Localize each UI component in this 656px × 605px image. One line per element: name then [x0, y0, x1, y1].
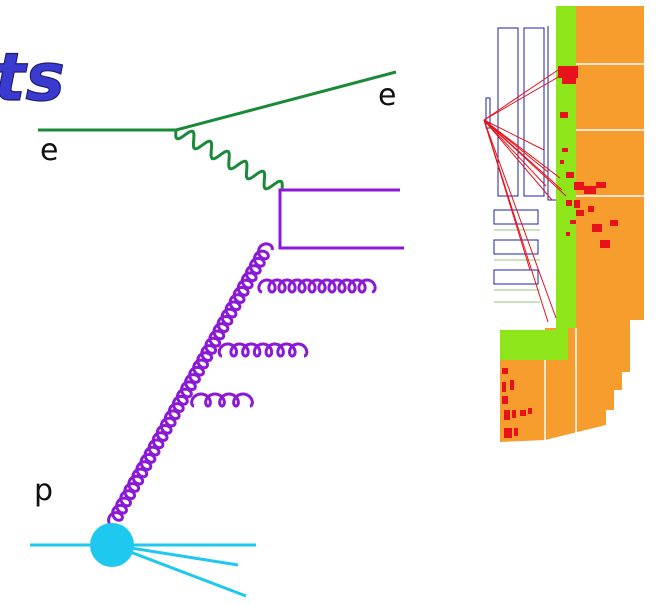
energy-hit: [576, 210, 584, 216]
proton-label: p: [34, 473, 53, 508]
energy-hit: [562, 76, 576, 84]
energy-hit: [566, 200, 572, 206]
energy-hit: [562, 148, 568, 152]
proton-remnant-line: [111, 543, 247, 598]
track-line: [483, 119, 547, 187]
track-line: [483, 119, 561, 179]
track-line: [483, 119, 557, 319]
energy-hit: [560, 112, 568, 118]
energy-hit: [566, 172, 574, 178]
incoming-electron-label: e: [40, 133, 58, 168]
energy-hit: [566, 232, 570, 236]
energy-hit: [592, 224, 602, 232]
quark-line: [278, 188, 404, 250]
track-line: [483, 119, 567, 197]
gluon-branch-coil-2: [217, 342, 309, 358]
track-line: [483, 119, 553, 201]
slide-title-fragment: ts: [0, 39, 65, 116]
energy-hit: [570, 220, 576, 224]
energy-hit: [596, 182, 606, 188]
gluon-branch-coil-1: [257, 278, 377, 294]
energy-hit: [512, 410, 516, 418]
energy-hit: [574, 182, 584, 190]
photon-propagator: [174, 129, 284, 191]
calorimeter-inner: [500, 6, 576, 360]
energy-deposits: [502, 66, 618, 438]
energy-hit: [560, 160, 564, 164]
particle-tracks: [483, 69, 567, 323]
energy-hit: [588, 206, 594, 212]
energy-hit: [584, 186, 596, 194]
gluon-main-coil: [107, 242, 274, 530]
track-line: [483, 75, 561, 121]
proton-blob: [90, 523, 134, 567]
detector-event-display: [483, 6, 644, 442]
calorimeter-dividers: [544, 63, 644, 440]
energy-hit: [502, 396, 508, 404]
feynman-diagram: e e p: [30, 70, 404, 598]
outgoing-electron-label: e: [378, 78, 396, 113]
outgoing-electron-line: [175, 70, 397, 132]
energy-hit: [504, 428, 512, 438]
energy-hit: [520, 410, 526, 416]
energy-hit: [610, 220, 618, 226]
energy-hit: [528, 408, 532, 414]
energy-hit: [504, 410, 510, 420]
energy-hit: [510, 380, 514, 390]
energy-hit: [558, 66, 578, 78]
tracker-green-lines: [494, 229, 540, 303]
energy-hit: [574, 200, 580, 208]
energy-hit: [502, 368, 508, 374]
track-line: [483, 119, 545, 151]
energy-hit: [502, 382, 506, 392]
gluon-branch-coil-3: [190, 392, 254, 408]
track-line: [483, 119, 531, 271]
energy-hit: [600, 240, 610, 248]
calorimeter-outer: [500, 6, 644, 442]
track-line: [483, 69, 559, 121]
energy-hit: [514, 428, 518, 436]
